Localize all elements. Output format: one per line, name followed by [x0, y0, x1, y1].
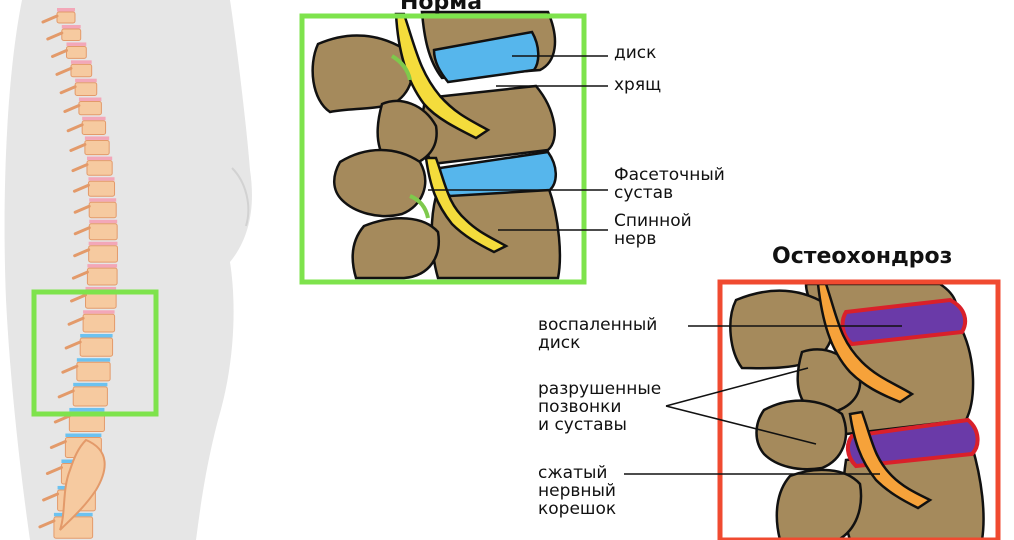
- spine-disc: [89, 198, 117, 202]
- inflamed-disc-upper: [840, 297, 968, 347]
- spine-disc: [88, 241, 118, 246]
- spinous-process: [70, 293, 88, 303]
- label-cartilage: хрящ: [614, 75, 662, 95]
- label-inflamed-disc: воспаленный диск: [538, 315, 658, 353]
- spine-disc: [70, 60, 92, 64]
- spinous-process: [69, 142, 87, 152]
- zoom-frame: [31, 289, 159, 417]
- spinous-process: [71, 163, 89, 173]
- spine-disc: [84, 136, 110, 140]
- spine-vertebra: [61, 28, 82, 41]
- spinous-process: [49, 440, 67, 449]
- spinous-process: [46, 31, 64, 41]
- spinous-process: [73, 204, 91, 214]
- spine-vertebra: [70, 63, 93, 78]
- spine-disc: [61, 25, 81, 29]
- spinous-process: [66, 123, 84, 133]
- spine-vertebra: [86, 267, 118, 286]
- label-facet-joint: Фасеточный сустав: [614, 165, 725, 203]
- spinous-process: [67, 316, 85, 326]
- spine-disc: [83, 310, 115, 314]
- spine-vertebra: [81, 120, 107, 135]
- spine-disc: [80, 334, 113, 338]
- spine-disc: [78, 97, 102, 101]
- spinous-process: [64, 340, 82, 350]
- spinous-process: [63, 104, 81, 113]
- spine-vertebra: [65, 45, 87, 59]
- spine-disc: [75, 78, 97, 83]
- spine-disc: [87, 264, 118, 268]
- spine-disc: [69, 407, 105, 412]
- label-spinal-nerve: Спинной нерв: [614, 211, 692, 249]
- normal-panel: [299, 10, 608, 285]
- spine-disc: [89, 219, 118, 224]
- spinous-process: [73, 248, 91, 258]
- spine-disc: [88, 177, 115, 181]
- spine-vertebra: [87, 180, 116, 197]
- spine-disc: [57, 8, 75, 12]
- spine-vertebra: [88, 223, 118, 241]
- spinous-process: [42, 492, 60, 502]
- spinous-process: [57, 389, 75, 399]
- label-disc: диск: [614, 43, 657, 63]
- spine-vertebra: [88, 245, 118, 263]
- leader-destroyed-b: [665, 405, 817, 445]
- label-compressed-root: сжатый нервный корешок: [538, 463, 617, 519]
- spinous-process: [59, 85, 77, 95]
- spine-vertebra: [74, 82, 98, 96]
- spine-vertebra: [76, 361, 111, 382]
- disc-upper: [432, 30, 540, 84]
- spine-vertebra: [79, 337, 114, 357]
- osteo-title: Остеохондроз: [772, 244, 953, 269]
- spine-vertebra: [56, 11, 76, 24]
- osteo-frame: [717, 279, 1001, 540]
- spinous-process: [61, 364, 79, 374]
- spine-vertebra: [84, 139, 110, 156]
- facet-joint-upper: [390, 54, 412, 81]
- spinous-process: [41, 14, 59, 24]
- normal-frame: [299, 13, 587, 285]
- spinous-process: [45, 466, 63, 475]
- spinous-process: [55, 66, 73, 76]
- spinous-process: [53, 414, 71, 424]
- label-destroyed: разрушенные позвонки и суставы: [538, 379, 662, 435]
- spinous-process: [50, 48, 68, 58]
- spinous-process: [73, 226, 91, 236]
- spine-vertebra: [72, 386, 108, 407]
- spinous-process: [71, 270, 89, 280]
- body-silhouette: [4, 0, 252, 540]
- spine-vertebra: [82, 313, 116, 333]
- spine-vertebra: [88, 201, 117, 219]
- spine-disc: [76, 358, 111, 362]
- facet-process-lower: [351, 217, 440, 280]
- compressed-nerve-root: [848, 410, 933, 510]
- normal-title: Норма: [400, 0, 483, 15]
- spinous-process: [72, 183, 90, 193]
- spine-disc: [85, 286, 117, 291]
- spine-disc: [66, 42, 87, 46]
- osteo-panel: [624, 279, 1001, 540]
- inflamed-disc-lower: [845, 417, 980, 469]
- spine-disc: [86, 156, 113, 161]
- vertebral-body-lower: [430, 184, 562, 280]
- spine-vertebra: [78, 101, 102, 116]
- posterior-arch-lower: [333, 148, 427, 218]
- spine-disc: [82, 116, 106, 121]
- nerve-lower: [424, 156, 509, 254]
- leader-destroyed-a: [665, 367, 809, 407]
- sacrum: [59, 438, 106, 531]
- inflamed-nerve-upper: [816, 282, 915, 404]
- spinous-process: [38, 519, 56, 529]
- spine-column: [38, 8, 118, 539]
- facet-joint-lower: [409, 194, 430, 219]
- spine-disc: [65, 433, 102, 437]
- spine-disc: [73, 382, 108, 387]
- spine-vertebra: [86, 160, 113, 176]
